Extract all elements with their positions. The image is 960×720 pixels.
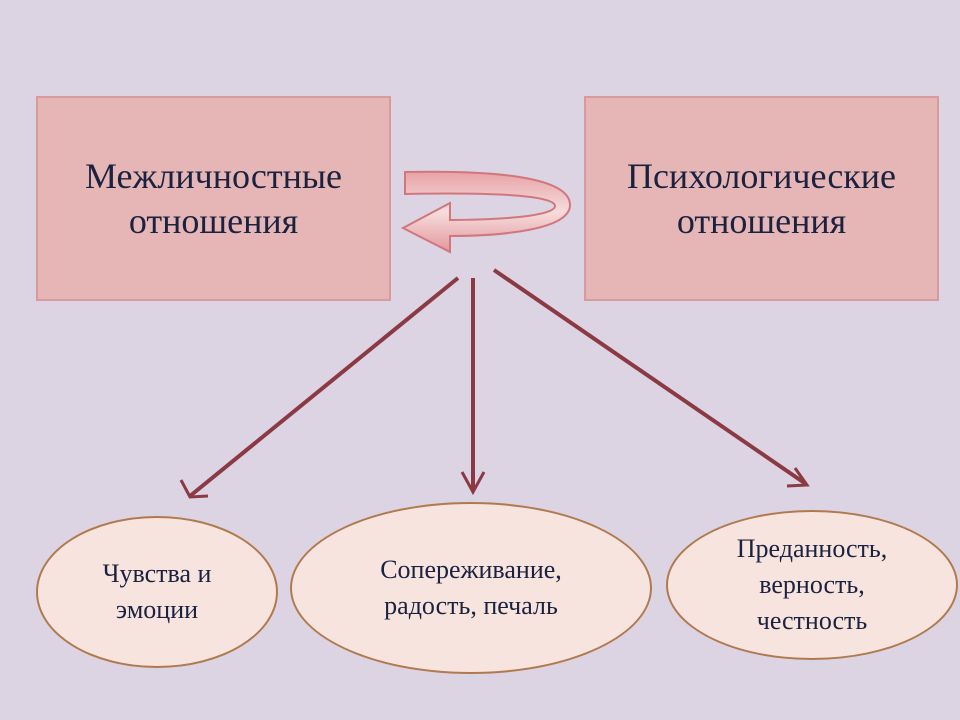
psychological-relations-box: Психологические отношения	[584, 96, 939, 301]
curved-arrow-icon	[400, 170, 572, 254]
box-left-line1: Межличностные	[84, 155, 343, 196]
ellipse-2-line1: Сопереживание,	[380, 555, 562, 585]
feelings-emotions-ellipse: Чувства и эмоции	[36, 516, 278, 668]
ellipse-2-line2: радость, печаль	[384, 591, 558, 620]
arrow-to-loyalty	[492, 268, 810, 488]
empathy-joy-sadness-ellipse: Сопереживание, радость, печаль	[290, 502, 652, 674]
ellipse-3-line1: Преданность,	[736, 534, 888, 564]
arrow-to-empathy	[460, 278, 486, 496]
box-right-line1: Психологические	[626, 155, 897, 196]
ellipse-3-line3: честность	[756, 605, 868, 635]
ellipse-1-line2: эмоции	[115, 595, 199, 624]
loyalty-fidelity-honesty-ellipse: Преданность, верность, честность	[666, 510, 958, 660]
interpersonal-relations-box: Межличностные отношения	[36, 96, 391, 301]
ellipse-3-line2: верность,	[759, 570, 865, 600]
box-right-line2: отношения	[676, 200, 847, 241]
ellipse-1-line1: Чувства и	[102, 559, 212, 589]
arrow-to-feelings	[179, 276, 460, 499]
box-left-line2: отношения	[128, 200, 299, 241]
